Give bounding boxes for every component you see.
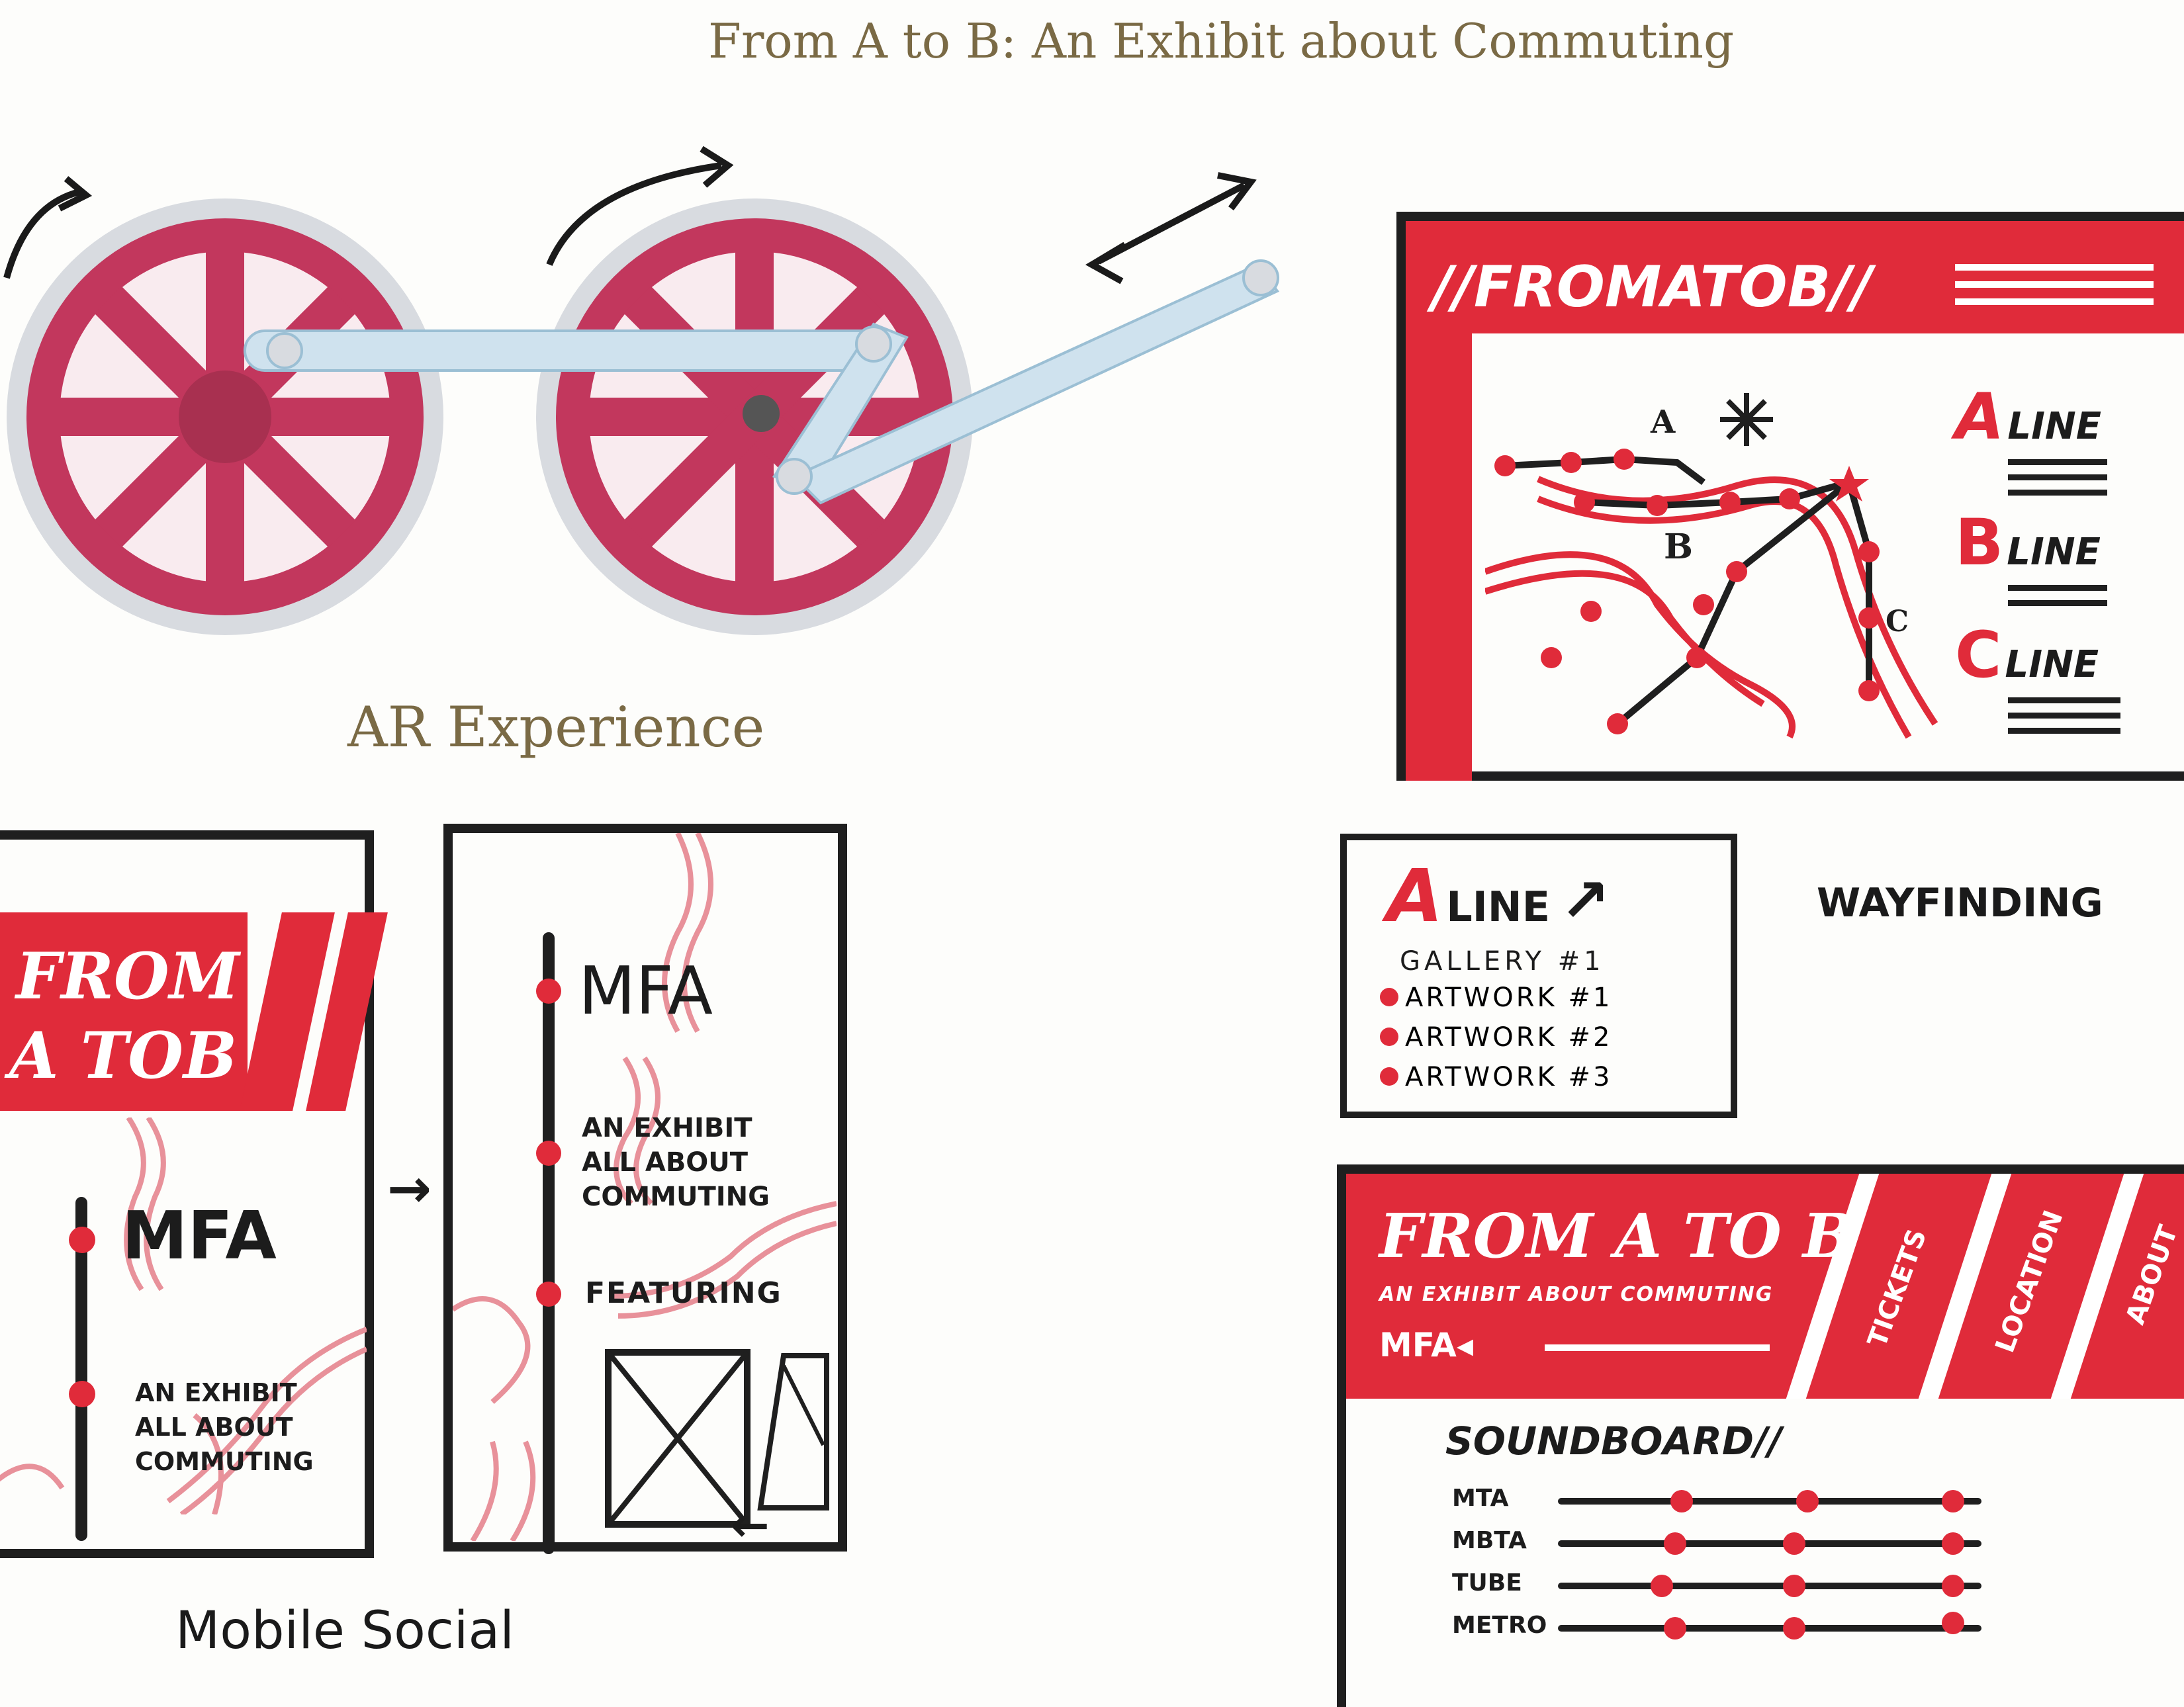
soundboard-row: MBTA: [1452, 1527, 2114, 1569]
direction-arrow-icon: ↗: [1560, 866, 1610, 936]
slider-knob[interactable]: [1942, 1575, 1964, 1597]
desktop-map-screen: //FROMATOB//: [1396, 212, 2184, 781]
website-screen: FROM A TO B AN EXHIBIT ABOUT COMMUTING M…: [1337, 1164, 2184, 1707]
wheel-right: [536, 198, 973, 635]
line-b-letter: B: [1955, 505, 2004, 580]
soundboard-row: MTA: [1452, 1485, 2114, 1527]
slider-knob[interactable]: [1664, 1617, 1686, 1640]
page-title: From A to B: An Exhibit about Commuting: [708, 13, 1735, 69]
mobile-tagline-1: AN EXHIBIT ALL ABOUT COMMUTING: [135, 1378, 314, 1476]
pan-icon: [1720, 393, 1773, 446]
artwork-list: ARTWORK #1 ARTWORK #2 ARTWORK #3: [1380, 983, 1612, 1102]
soundboard: MTA MBTA TUBE METRO: [1452, 1485, 2114, 1654]
map-header: //FROMATOB//: [1432, 254, 1872, 320]
slider-knob[interactable]: [1783, 1575, 1805, 1597]
slider-knob[interactable]: [1670, 1490, 1693, 1512]
slider-knob[interactable]: [1796, 1490, 1819, 1512]
svg-text:B: B: [1664, 527, 1693, 567]
soundboard-title: SOUNDBOARD//: [1445, 1419, 1782, 1464]
line-c-letter: C: [1955, 618, 2002, 692]
rotate-arrow-icon: [546, 162, 722, 266]
website-subtitle: AN EXHIBIT ABOUT COMMUTING: [1379, 1283, 1774, 1306]
mobile-title-1: FROM: [16, 939, 240, 1014]
soundboard-row: METRO: [1452, 1612, 2114, 1654]
slider-knob[interactable]: [1942, 1612, 1964, 1634]
featuring-label: FEATURING: [585, 1276, 782, 1310]
header-sub-lines: [1955, 264, 2154, 305]
connecting-rod: [244, 259, 1280, 505]
mobile-mfa-2: MFA: [578, 952, 713, 1029]
next-arrow-icon: →: [387, 1158, 432, 1219]
wheel-left: [7, 198, 443, 635]
ar-wheels-svg: [3, 146, 1280, 635]
slider-knob[interactable]: [1942, 1490, 1964, 1512]
transit-map: A B C: [1485, 393, 1938, 739]
slider-knob[interactable]: [1783, 1617, 1805, 1640]
mobile-mfa-1: MFA: [122, 1197, 277, 1274]
back-arrow-icon[interactable]: ←: [731, 1498, 770, 1552]
star-icon: [1829, 466, 1869, 502]
mobile-caption: Mobile Social: [175, 1601, 514, 1661]
slider-knob[interactable]: [1942, 1532, 1964, 1555]
mobile-tagline-2: AN EXHIBIT ALL ABOUT COMMUTING: [582, 1113, 770, 1212]
wayfinding-line-letter: A: [1387, 854, 1443, 938]
wayfinding-caption: WAYFINDING: [1817, 880, 2103, 926]
rotate-arrow-icon: [3, 189, 81, 279]
slider-knob[interactable]: [1651, 1575, 1673, 1597]
slider-knob[interactable]: [1783, 1532, 1805, 1555]
svg-text:C: C: [1886, 605, 1909, 638]
mobile-screen-1: FROM A TOB MFA AN EXHIBIT ALL ABOUT COMM…: [0, 830, 388, 1558]
mobile-title-2: A TOB: [9, 1018, 238, 1093]
ar-caption: AR Experience: [347, 695, 765, 760]
website-mfa: MFA◂: [1379, 1326, 1473, 1364]
list-item: ARTWORK #1: [1380, 983, 1612, 1022]
line-a-letter: A: [1955, 380, 2005, 454]
soundboard-row: TUBE: [1452, 1569, 2114, 1612]
wayfinding-card: A LINE ↗ GALLERY #1 ARTWORK #1 ARTWORK #…: [1340, 834, 1737, 1118]
mobile-screen-2: MFA AN EXHIBIT ALL ABOUT COMMUTING FEATU…: [443, 824, 847, 1554]
artwork-placeholder[interactable]: [605, 1349, 751, 1528]
ar-illustration: [0, 132, 1324, 662]
website-title: FROM A TO B: [1379, 1200, 1854, 1272]
list-item: ARTWORK #3: [1380, 1062, 1612, 1102]
line-legend: A LINE B LINE C LINE: [1955, 380, 2180, 734]
gallery-label: GALLERY #1: [1400, 946, 1605, 977]
svg-text:A: A: [1650, 404, 1676, 441]
list-item: ARTWORK #2: [1380, 1022, 1612, 1062]
artwork-placeholder-next[interactable]: [757, 1352, 830, 1511]
slider-knob[interactable]: [1664, 1532, 1686, 1555]
